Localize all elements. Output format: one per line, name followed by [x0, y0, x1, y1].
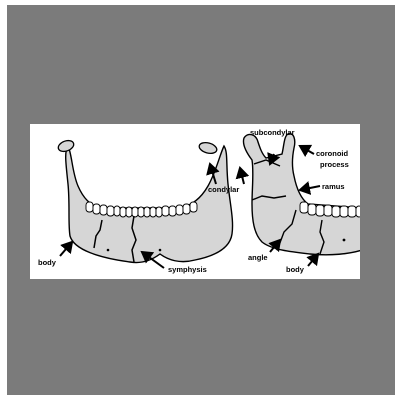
mandible-frontal-view	[57, 139, 233, 268]
frontal-teeth	[86, 202, 197, 217]
left-condyle	[57, 139, 75, 154]
label-process: process	[320, 160, 349, 169]
label-condylar: condylar	[208, 185, 239, 194]
label-angle: angle	[248, 253, 268, 262]
label-body-frontal: body	[38, 258, 57, 267]
mandible-fracture-diagram: body symphysis condylar subcondylar coro…	[30, 124, 360, 279]
label-ramus: ramus	[322, 182, 345, 191]
label-coronoid: coronoid	[316, 149, 348, 158]
label-body-lateral: body	[286, 265, 305, 274]
label-symphysis: symphysis	[168, 265, 207, 274]
label-subcondylar: subcondylar	[250, 128, 295, 137]
right-condyle	[198, 141, 218, 155]
lateral-teeth	[300, 202, 360, 217]
